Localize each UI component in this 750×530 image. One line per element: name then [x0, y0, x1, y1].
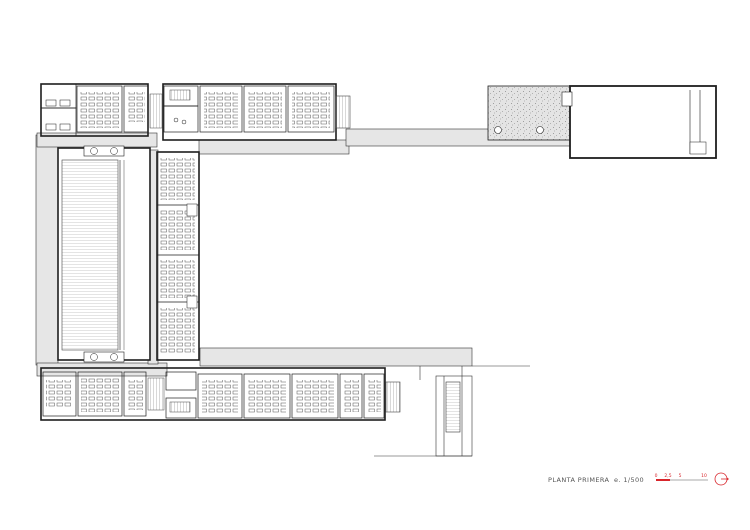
scalebar-label-10: 10: [701, 473, 707, 479]
top-wing: [40, 83, 351, 141]
scalebar-label-0: 0: [655, 473, 658, 479]
drawing-scale: e. 1/500: [614, 476, 645, 484]
drawing-title: PLANTA PRIMERA: [548, 476, 610, 484]
pavilion: [487, 85, 717, 159]
middle-wing: [156, 151, 200, 361]
scale-bar: 0 2,5 5 10: [655, 473, 708, 481]
exterior-ramps: [374, 365, 530, 457]
scalebar-label-2-5: 2,5: [664, 473, 671, 479]
north-arrow-icon: [714, 472, 729, 486]
scalebar-label-5: 5: [679, 473, 682, 479]
auditorium: [57, 145, 151, 363]
bottom-wing: [40, 367, 401, 421]
